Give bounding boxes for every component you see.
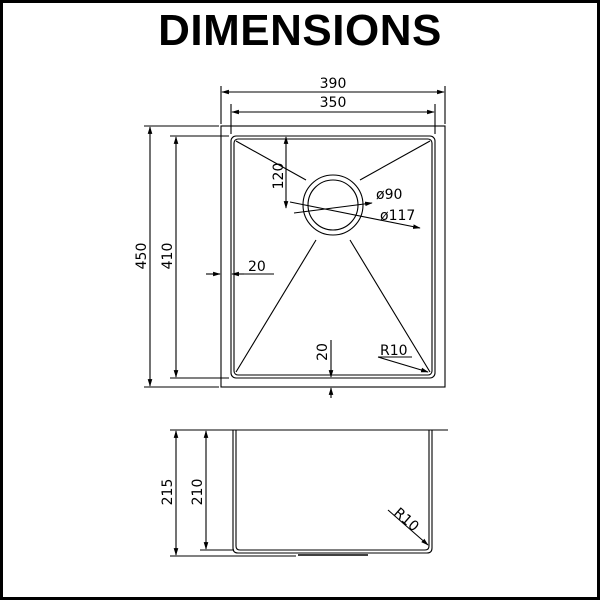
width-outer-label: 390 [320,76,347,92]
depth-inner-label: 210 [190,479,206,506]
dimension-height-outer: 450 [134,125,219,388]
dimension-corner-radius-top: R10 [377,343,429,373]
bottom-flange-label: 20 [315,343,331,361]
fold-lines [235,140,431,373]
drain-inner-ring [307,179,359,231]
corner-radius-side-label: R10 [390,505,421,535]
dimension-drain-inner: ø90 [293,187,402,214]
outer-flange [220,125,446,388]
dimension-height-inner: 410 [160,135,229,379]
width-inner-label: 350 [320,95,347,111]
dimension-bottom-flange: 20 [315,340,334,398]
drain-inner-dia-label: ø90 [376,187,402,203]
dimension-drain-outer: ø117 [289,201,421,229]
inner-bowl [230,135,436,379]
bowl-inner-profile [235,430,430,551]
height-inner-label: 410 [160,243,176,270]
height-outer-label: 450 [134,243,150,270]
drain-outer-dia-label: ø117 [380,208,415,224]
bowl-edge [233,138,433,376]
side-view: 215 210 R10 [160,429,448,557]
dimension-corner-radius-side: R10 [387,505,429,546]
page-title: DIMENSIONS [158,6,442,55]
dimension-depth-inner: 210 [190,430,234,551]
dimension-depth-outer: 215 [160,429,448,557]
bowl-profile [232,430,433,554]
dimension-side-flange: 20 [206,259,274,277]
dimension-width-outer: 390 [220,76,446,124]
corner-radius-top-label: R10 [380,343,408,359]
depth-outer-label: 215 [160,479,176,506]
dimension-drain-offset: 120 [271,136,289,209]
top-view: 390 350 450 410 120 [134,76,446,398]
drain-offset-label: 120 [271,163,287,190]
side-flange-label: 20 [248,259,266,275]
dimension-width-inner: 350 [230,95,436,134]
